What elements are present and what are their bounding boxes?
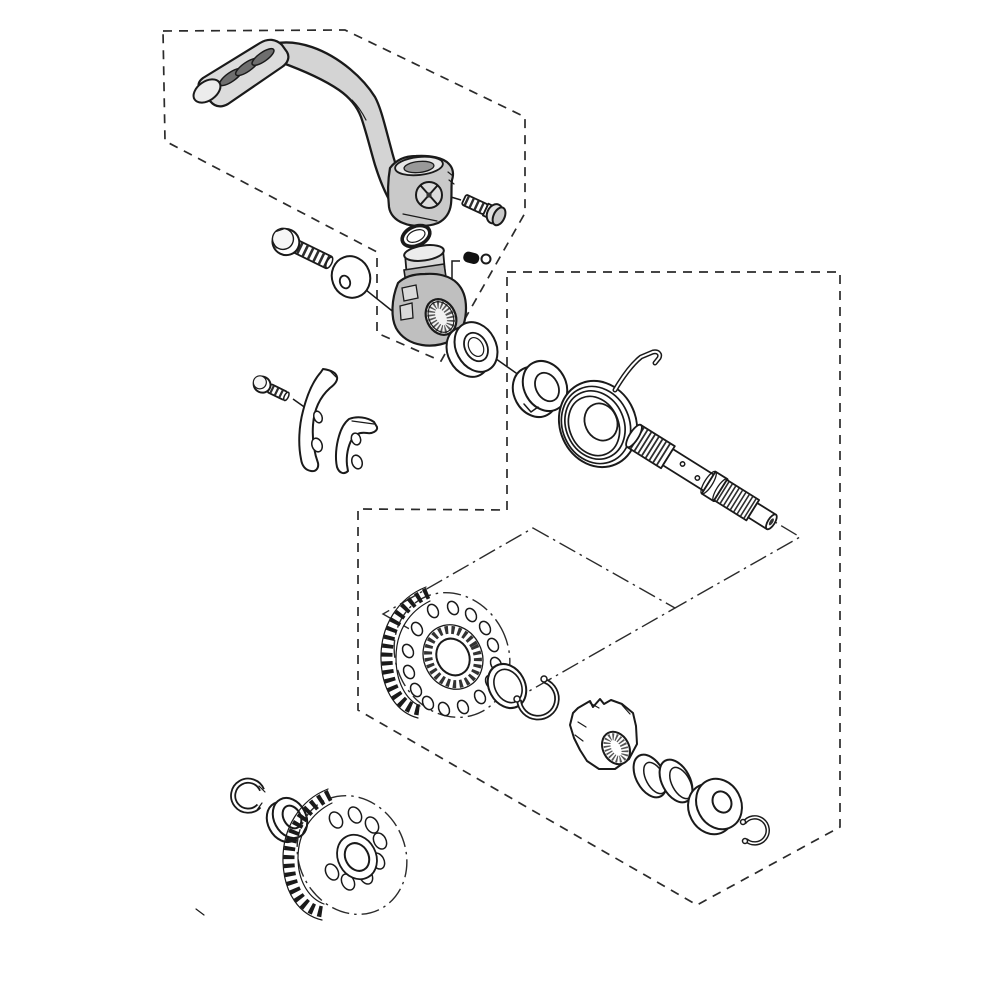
part-stopper-plate-b [334, 416, 379, 475]
part-o-ring [400, 223, 432, 249]
part-spring-washer-pair [632, 753, 694, 804]
part-kick-shaft [625, 423, 778, 531]
mechanism-frame [357, 271, 841, 906]
part-flange-bolt [271, 227, 334, 270]
lever-frame [162, 29, 526, 363]
hole-center [426, 192, 432, 198]
part-circlip-c [230, 777, 266, 814]
part-circlip-b [739, 815, 770, 846]
grip-rib-3 [251, 47, 275, 67]
head-top-bore [403, 160, 435, 174]
part-drive-gear [282, 788, 408, 921]
part-detent-ball [480, 253, 492, 265]
part-return-spring [557, 349, 663, 469]
part-stopper-plate-a [298, 368, 339, 473]
part-thrust-washer-b [687, 777, 743, 836]
part-lever-head [386, 154, 455, 228]
shaft-axis [674, 509, 802, 609]
part-pivot-bolt [461, 194, 507, 227]
grip-tip [192, 78, 222, 104]
spring-hook [612, 349, 663, 393]
part-kick-lever [270, 41, 405, 208]
part-detent-spring [463, 251, 480, 265]
part-circlip-a [513, 675, 560, 721]
part-stopper-bolt [252, 375, 290, 402]
part-idle-gear [380, 586, 511, 719]
part-washer [330, 255, 372, 299]
part-spring-guide [511, 360, 569, 418]
part-lever-grip [192, 38, 290, 108]
part-oil-seal [445, 321, 499, 378]
part-ratchet-hub [569, 698, 638, 770]
stray-mark [195, 908, 205, 916]
part-lever-boss [391, 244, 468, 347]
